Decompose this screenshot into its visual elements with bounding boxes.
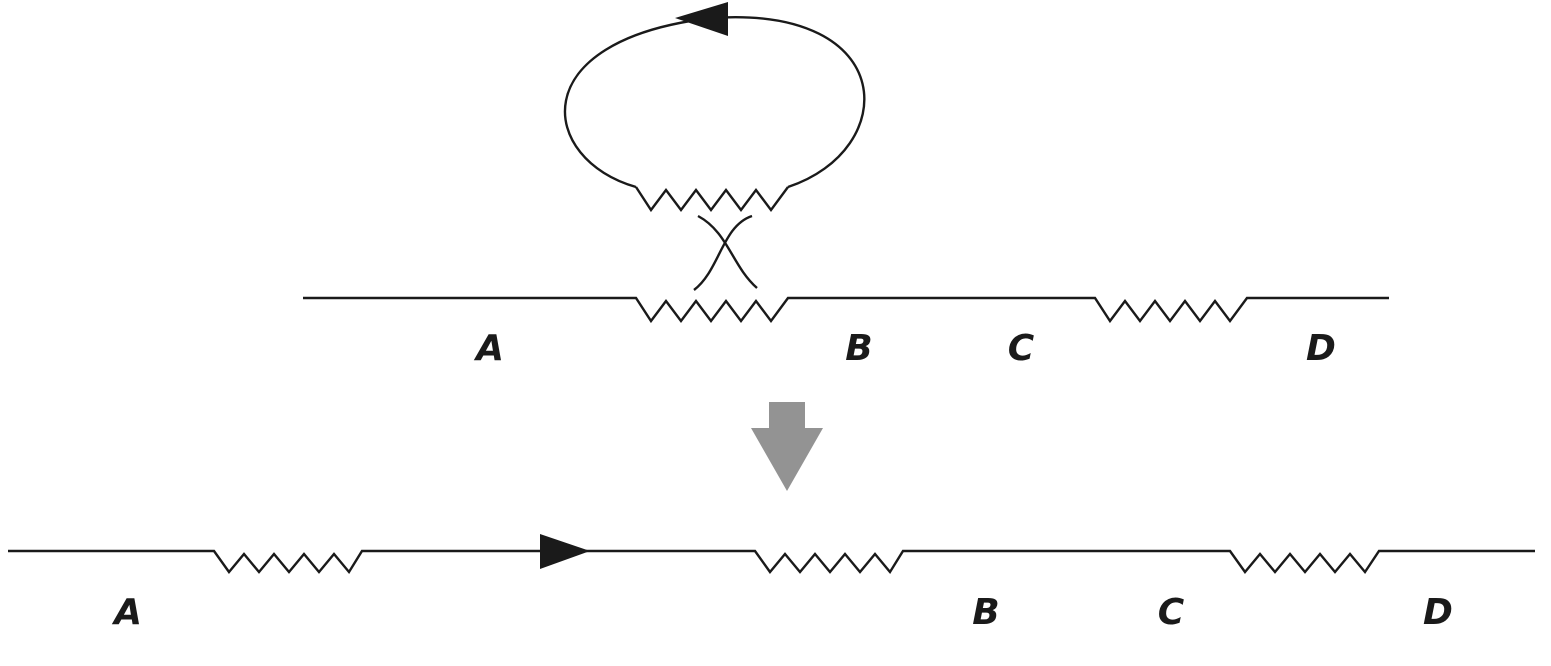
top-main-line	[303, 296, 1389, 324]
top-label-a: A	[473, 328, 504, 369]
bottom-label-c: C	[1158, 592, 1185, 633]
top-label-d: D	[1306, 328, 1336, 369]
top-diagram: A B C D	[303, 2, 1389, 369]
bottom-diagram: A B C D	[8, 534, 1535, 633]
bottom-label-d: D	[1423, 592, 1453, 633]
loop-arrowhead-icon	[675, 2, 728, 36]
top-loop-zigzag	[634, 186, 789, 213]
crossing-arc-left	[697, 214, 758, 289]
crossing-arc-right	[693, 214, 753, 291]
bottom-label-a: A	[111, 592, 142, 633]
top-label-c: C	[1008, 328, 1035, 369]
bottom-main-line	[8, 549, 1535, 575]
top-label-b: B	[845, 328, 872, 369]
line-arrowhead-icon	[540, 534, 590, 569]
bottom-label-b: B	[972, 592, 999, 633]
top-loop-curve	[563, 15, 866, 189]
down-arrow-icon	[751, 402, 823, 491]
